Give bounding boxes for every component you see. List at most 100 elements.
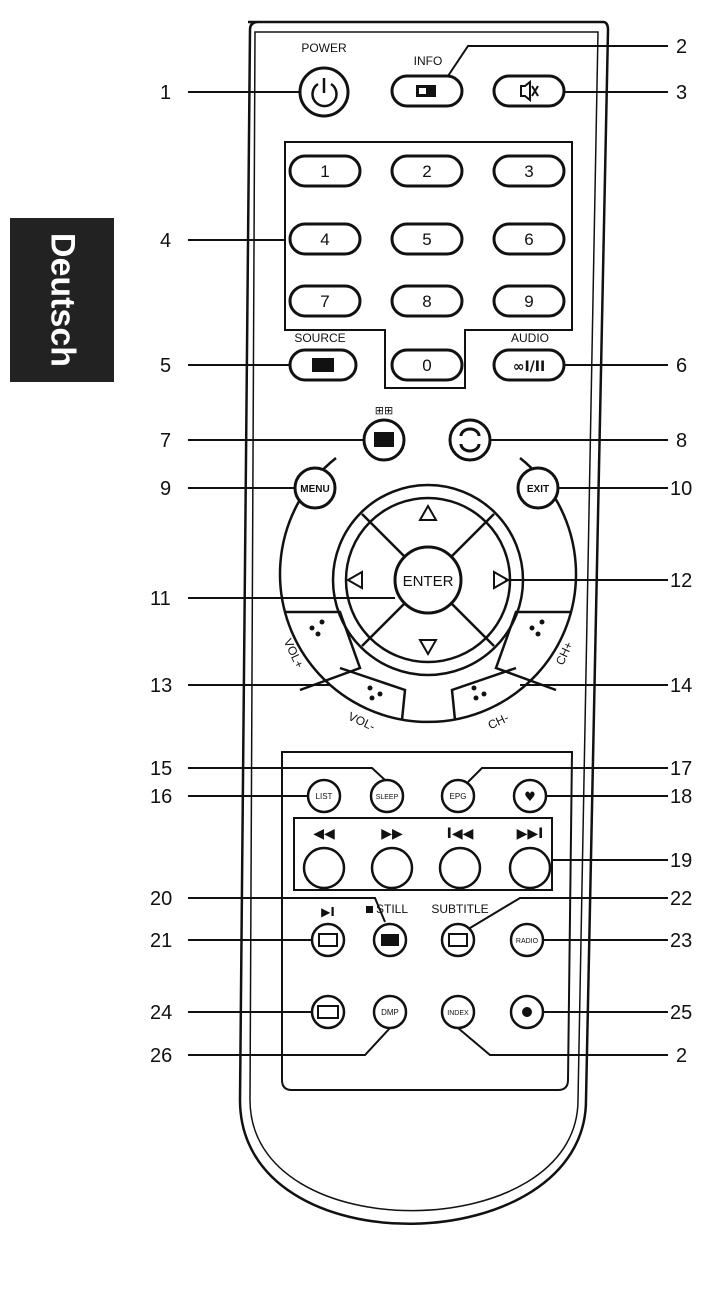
- digit-label: 3: [524, 162, 533, 181]
- callout-number: 4: [160, 230, 171, 252]
- digit-button-7[interactable]: [288, 284, 362, 318]
- callout-number: 8: [676, 430, 687, 452]
- digit-button-9[interactable]: [492, 284, 566, 318]
- callout-line: [188, 1027, 391, 1056]
- callout-number: 14: [670, 675, 692, 697]
- source-icon: [312, 358, 334, 372]
- heart-icon: ♥: [524, 790, 536, 805]
- info-label: INFO: [414, 54, 443, 68]
- digit-button-3[interactable]: [492, 154, 566, 188]
- dmp-label: DMP: [381, 1008, 399, 1017]
- rewind-icon: ◀◀: [313, 826, 335, 842]
- skip-next-icon: ▶▶I: [517, 826, 544, 842]
- audio-icon: ∞I/II: [513, 359, 545, 375]
- language-tab: Deutsch: [10, 218, 114, 382]
- subtitle-inner-icon: [448, 933, 468, 947]
- sleep-label: SLEEP: [376, 794, 399, 801]
- sleep-button[interactable]: [369, 778, 405, 814]
- remote-inner-outline: [249, 31, 599, 1212]
- callout-number: 7: [160, 430, 171, 452]
- ch-minus-label: CH-: [486, 711, 511, 733]
- digit-label: 7: [320, 292, 329, 311]
- callout-number: 3: [676, 82, 687, 104]
- epg-button[interactable]: [440, 778, 476, 814]
- still-label: STILL: [376, 902, 408, 916]
- index-label: INDEX: [447, 1010, 469, 1017]
- digit-label: 6: [524, 230, 533, 249]
- audio-label: AUDIO: [511, 331, 549, 345]
- callout-number: 6: [676, 355, 687, 377]
- digit-label: 1: [320, 162, 329, 181]
- numpad-frame: [284, 141, 573, 389]
- ch-down-button[interactable]: [471, 685, 487, 701]
- digit-button-6[interactable]: [492, 222, 566, 256]
- callout-number: 16: [150, 786, 172, 808]
- forward-button[interactable]: [370, 846, 414, 890]
- callout-number: 26: [150, 1045, 172, 1067]
- callout-line: [457, 1027, 668, 1056]
- right-arrow-icon[interactable]: [493, 570, 511, 590]
- vol-segment: [339, 666, 407, 721]
- teletext-icon: [317, 1005, 339, 1019]
- digit-button-2[interactable]: [390, 154, 464, 188]
- aspect-top-icon: ⊞⊞: [375, 404, 393, 417]
- digit-label: 5: [422, 230, 431, 249]
- digit-button-0[interactable]: [390, 348, 464, 382]
- exit-label: EXIT: [527, 484, 549, 495]
- digit-label: 2: [422, 162, 431, 181]
- callout-number: 22: [670, 888, 692, 910]
- callout-line: [188, 767, 386, 781]
- callout-line: [469, 897, 668, 929]
- rewind-button[interactable]: [302, 846, 346, 890]
- vol-up-button[interactable]: [309, 619, 325, 637]
- digit-button-1[interactable]: [288, 154, 362, 188]
- callout-number: 20: [150, 888, 172, 910]
- callout-number: 25: [670, 1002, 692, 1024]
- up-arrow-icon[interactable]: [418, 503, 438, 521]
- ch-plus-label: CH+: [553, 639, 576, 667]
- recall-icon: [459, 427, 481, 453]
- digit-label: 4: [320, 230, 329, 249]
- subtitle-label: SUBTITLE: [431, 902, 488, 916]
- next-button[interactable]: [508, 846, 552, 890]
- enter-label: ENTER: [403, 573, 454, 590]
- recall-button[interactable]: [448, 418, 492, 462]
- digit-button-4[interactable]: [288, 222, 362, 256]
- play-pause-button[interactable]: [310, 922, 346, 958]
- list-label: LIST: [316, 792, 333, 801]
- callout-number: 10: [670, 478, 692, 500]
- still-inner-icon: [381, 934, 399, 946]
- dpad-ring: [278, 457, 578, 724]
- enter-button[interactable]: [393, 545, 463, 615]
- prev-button[interactable]: [438, 846, 482, 890]
- aspect-icon: [374, 432, 394, 447]
- ch-up-button[interactable]: [529, 619, 545, 637]
- down-arrow-icon[interactable]: [418, 639, 438, 657]
- digit-button-5[interactable]: [390, 222, 464, 256]
- digit-label: 0: [422, 356, 431, 375]
- callout-number: 13: [150, 675, 172, 697]
- callout-number: 12: [670, 570, 692, 592]
- left-arrow-icon[interactable]: [345, 570, 363, 590]
- vol-down-button[interactable]: [367, 685, 383, 701]
- callout-number: 15: [150, 758, 172, 780]
- play-pause-inner-icon: [318, 933, 338, 947]
- callout-number: 2: [676, 1045, 687, 1067]
- ch-segment: [494, 610, 572, 692]
- digit-button-8[interactable]: [390, 284, 464, 318]
- lower-panel: [281, 751, 574, 1091]
- callout-number: 5: [160, 355, 171, 377]
- callout-line: [188, 897, 386, 923]
- ch-segment: [450, 666, 517, 721]
- subtitle-button[interactable]: [440, 922, 476, 958]
- teletext-button[interactable]: [310, 994, 346, 1030]
- callout-number: 17: [670, 758, 692, 780]
- info-icon: [419, 88, 426, 94]
- mute-icon: [520, 79, 539, 103]
- callout-number: 23: [670, 930, 692, 952]
- menu-label: MENU: [300, 484, 329, 495]
- fast-forward-icon: ▶▶: [381, 826, 403, 842]
- callout-number: 11: [150, 588, 171, 610]
- skip-previous-icon: I◀◀: [447, 826, 474, 842]
